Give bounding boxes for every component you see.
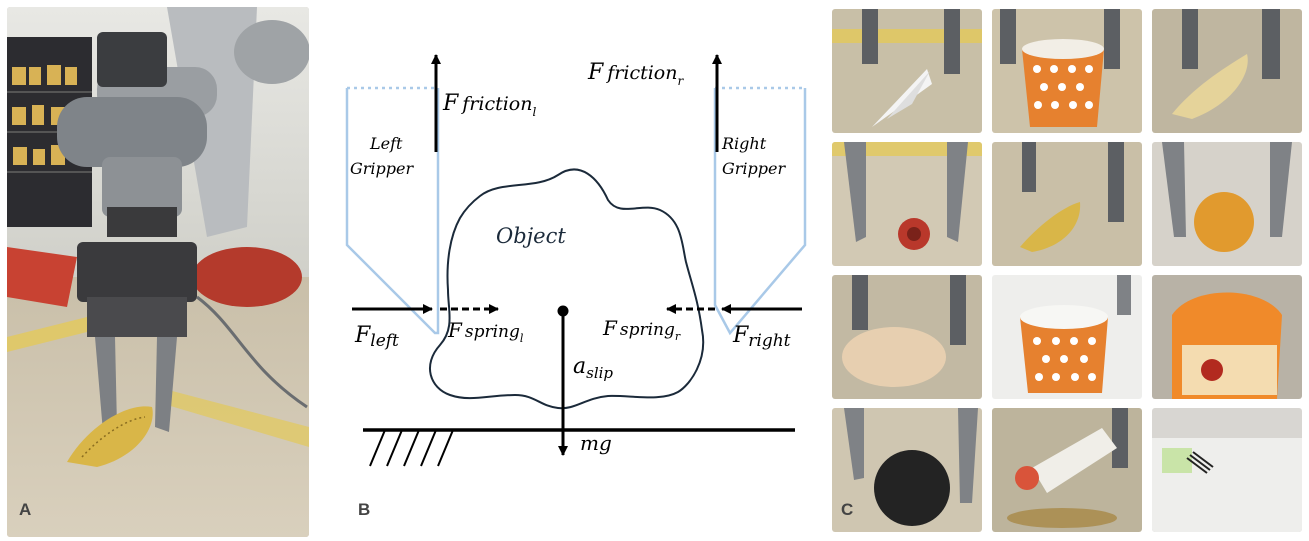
right-gripper-label-line2: Gripper [722, 159, 787, 178]
photo-plush-toy [832, 275, 982, 399]
object-label: Object [496, 224, 566, 248]
right-gripper-label-line1: Right [721, 134, 767, 153]
robot-arm-photo: A [7, 7, 309, 537]
photo-red-ring [832, 142, 982, 266]
photo-paper-airplane [832, 9, 982, 133]
photo-banana-peel-2 [992, 142, 1142, 266]
photo-orange [1152, 142, 1302, 266]
photo-black-radish [832, 408, 982, 532]
center-of-mass-dot [557, 305, 569, 317]
robot-arm-illustration [7, 7, 309, 537]
f-right-label: Fright [732, 323, 791, 351]
object-photo-grid: C [832, 9, 1302, 532]
photo-sauce-bottle [992, 408, 1142, 532]
right-gripper-outline [713, 86, 807, 336]
photo-water-cup [992, 275, 1142, 399]
photo-rice-bag [1152, 408, 1302, 532]
photo-banana-peel [1152, 9, 1302, 133]
a-slip-label: aslip [573, 354, 613, 382]
panel-b-label: B [358, 500, 371, 519]
panel-c-label: C [841, 500, 854, 519]
panel-a-label: A [19, 500, 32, 519]
photo-polka-dot-cup [992, 9, 1142, 133]
left-gripper-outline [345, 86, 440, 335]
f-left-label: Fleft [354, 323, 399, 351]
ground-line [363, 428, 795, 467]
left-gripper-label-line1: Left [369, 134, 403, 153]
left-gripper-label-line2: Gripper [350, 159, 415, 178]
photo-bagged-food [1152, 275, 1302, 399]
object-outline [429, 168, 705, 410]
mg-label: mg [580, 431, 612, 455]
